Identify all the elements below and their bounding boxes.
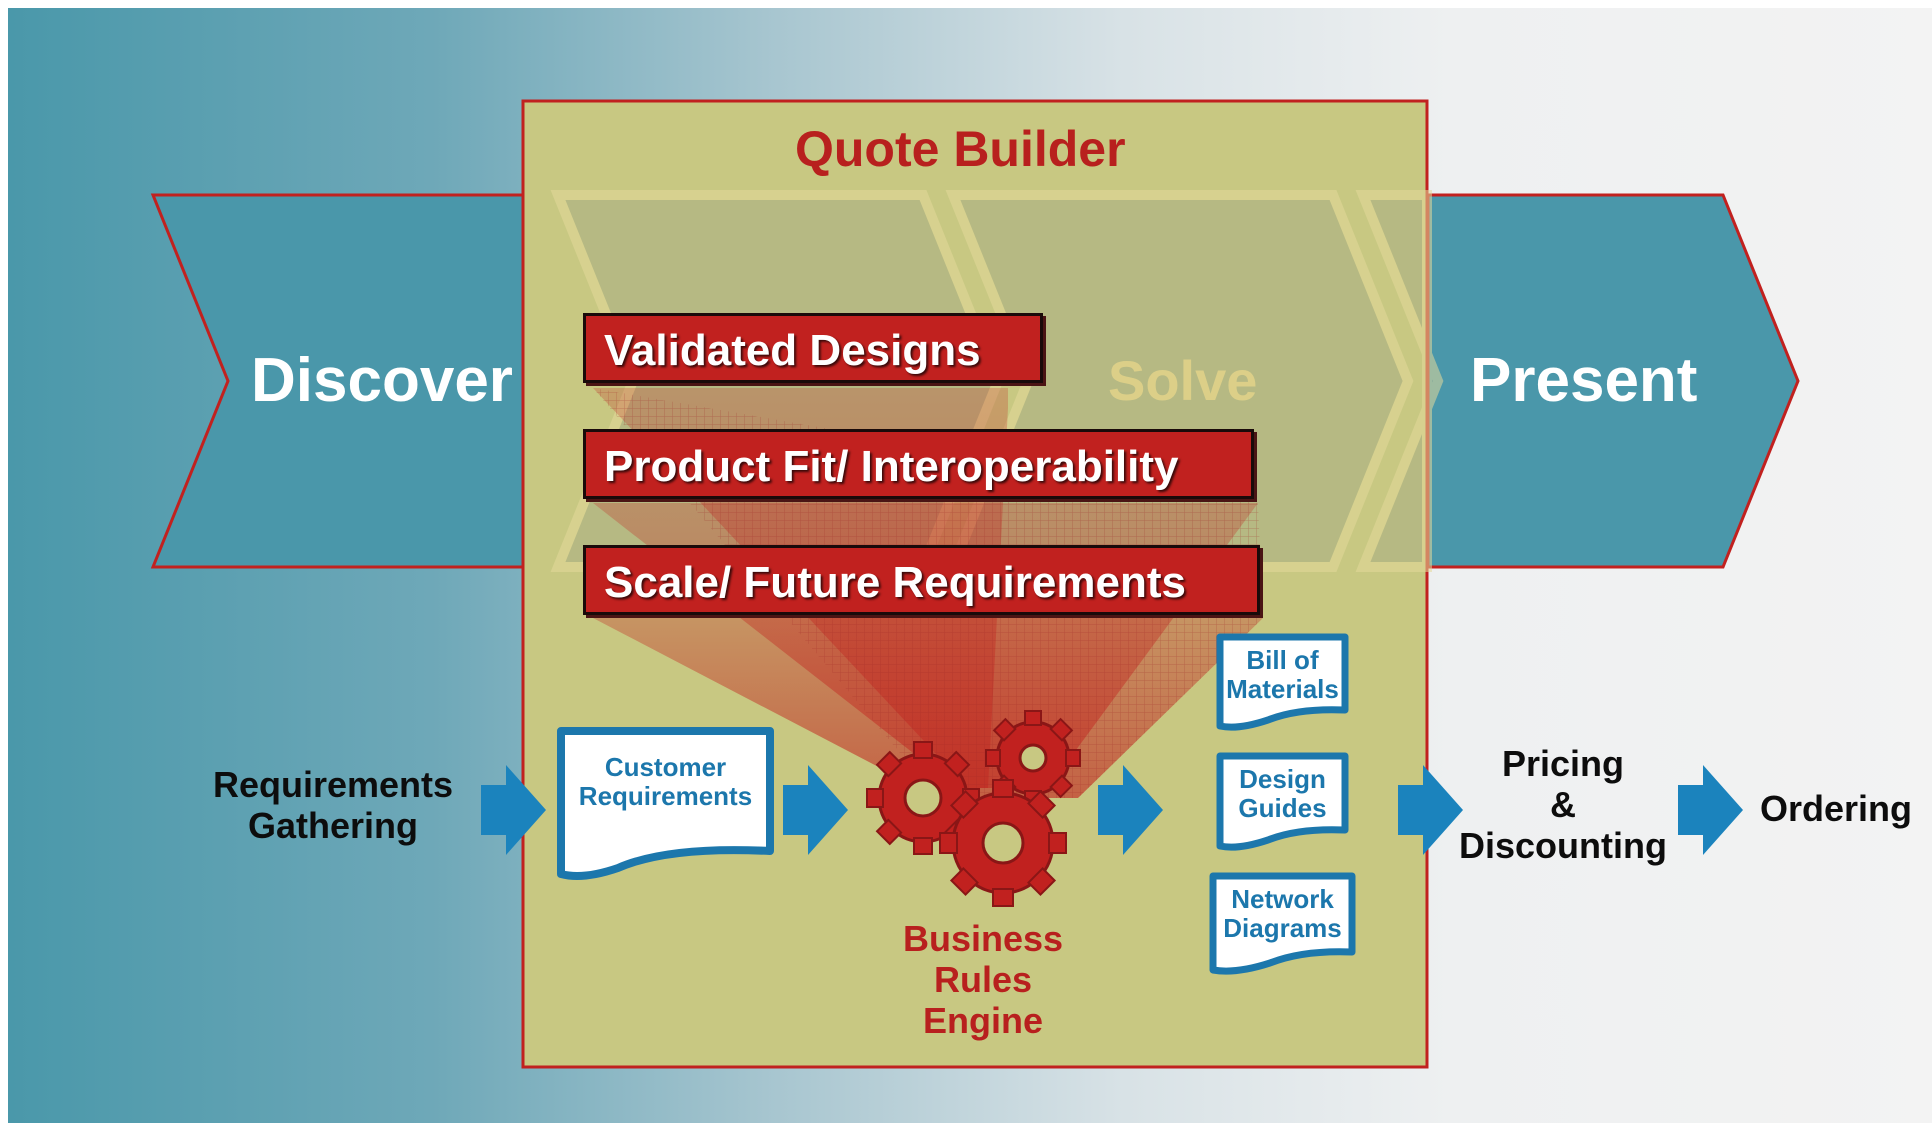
document-icon xyxy=(557,727,774,880)
discover-chevron xyxy=(150,193,530,569)
document-icon xyxy=(1209,872,1356,975)
label-line: Business xyxy=(902,918,1064,959)
banner-validated-designs: Validated Designs xyxy=(583,313,1043,383)
quote-builder-title: Quote Builder xyxy=(795,121,1126,177)
label-line: & xyxy=(1550,784,1576,825)
label-line: Guides xyxy=(1238,793,1327,823)
label-business-rules-engine: Business Rules Engine xyxy=(868,918,1098,1041)
label-line: Diagrams xyxy=(1223,913,1342,943)
label-pricing-discounting: Pricing & Discounting xyxy=(1448,743,1678,866)
label-line: Materials xyxy=(1226,674,1339,704)
label-line: Design xyxy=(1239,764,1326,794)
label-line: Pricing xyxy=(1501,743,1625,784)
label-line: Requirements xyxy=(578,781,753,811)
label-line: Rules xyxy=(933,959,1033,1000)
label-line: Engine xyxy=(922,1000,1043,1041)
label-customer-requirements: Customer Requirements xyxy=(561,753,770,811)
inner-chevron-3 xyxy=(1355,190,1444,572)
phase-label-solve: Solve xyxy=(1108,349,1258,412)
phase-label-discover: Discover xyxy=(251,346,513,415)
gear-icon xyxy=(866,710,1081,907)
label-bill-of-materials: Bill of Materials xyxy=(1220,646,1345,704)
flow-arrow-icon xyxy=(481,765,1743,855)
label-line: Bill of xyxy=(1246,645,1319,675)
label-network-diagrams: Network Diagrams xyxy=(1213,885,1352,943)
phase-label-present: Present xyxy=(1470,346,1698,415)
label-requirements-gathering: Requirements Gathering xyxy=(198,764,468,846)
label-design-guides: Design Guides xyxy=(1220,765,1345,823)
banner-scale-requirements: Scale/ Future Requirements xyxy=(583,545,1260,615)
label-ordering: Ordering xyxy=(1760,788,1913,829)
diagram-canvas: Discover Solve Present Quote Builder Val… xyxy=(8,8,1932,1123)
label-line: Discounting xyxy=(1459,825,1667,866)
label-line: Gathering xyxy=(247,805,418,846)
label-line: Customer xyxy=(604,752,727,782)
banner-product-fit: Product Fit/ Interoperability xyxy=(583,429,1254,499)
label-line: Network xyxy=(1231,884,1334,914)
document-icon xyxy=(1216,752,1349,851)
document-icon xyxy=(1216,633,1349,731)
label-line: Requirements xyxy=(212,764,454,805)
